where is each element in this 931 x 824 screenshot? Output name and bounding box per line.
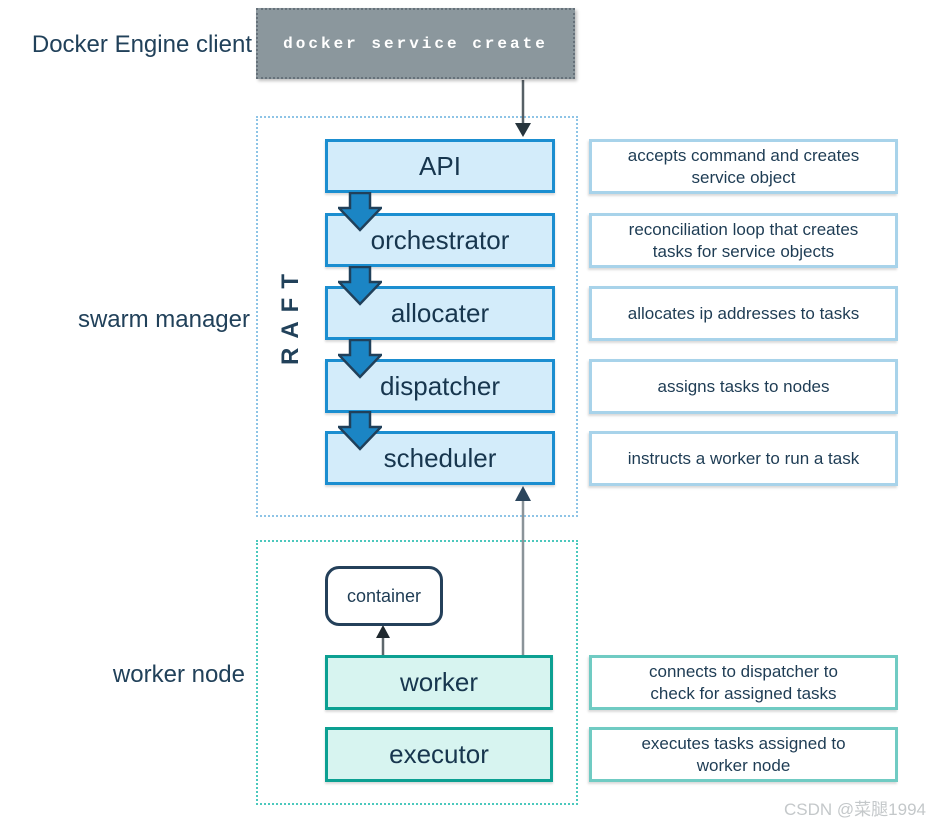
container-box: container [325,566,443,626]
api-description: accepts command and creates service obje… [627,145,860,187]
worker-to-scheduler-arrow-icon [512,486,534,655]
worker-box-label: worker [399,667,478,697]
client-to-api-arrow-icon [512,80,534,138]
worker-description-box: connects to dispatcher to check for assi… [589,655,898,710]
dispatcher-description-box: assigns tasks to nodes [589,359,898,414]
executor-description-box: executes tasks assigned to worker node [589,727,898,782]
orchestrator-box-label: orchestrator [370,224,510,255]
api-box-label: API [419,150,461,181]
docker-service-create-box: docker service create [256,8,575,79]
dispatcher-description: assigns tasks to nodes [657,376,830,396]
worker-node-label: worker node [112,661,245,688]
scheduler-box: scheduler [325,431,555,485]
worker-to-container-arrow-icon [372,625,394,655]
executor-description: executes tasks assigned to worker node [641,733,846,775]
worker-description: connects to dispatcher to check for assi… [648,661,838,703]
swarm-manager-label: swarm manager [77,306,250,333]
allocater-description-box: allocates ip addresses to tasks [589,286,898,341]
api-to-orchestrator-arrow-icon [338,192,382,232]
executor-box-label: executor [389,739,489,769]
dispatcher-to-scheduler-arrow-icon [338,411,382,451]
worker-node-group [256,540,578,805]
dispatcher-box-label: dispatcher [380,370,500,401]
orchestrator-to-allocater-arrow-icon [338,266,382,306]
docker-engine-client-label: Docker Engine client [31,31,252,58]
docker-service-create-command: docker service create [283,34,548,53]
orchestrator-description: reconciliation loop that creates tasks f… [628,219,859,261]
raft-label: RAFT [277,265,304,365]
allocater-box-label: allocater [390,297,490,328]
scheduler-description: instructs a worker to run a task [627,448,860,468]
executor-box: executor [325,727,553,782]
worker-box: worker [325,655,553,710]
api-description-box: accepts command and creates service obje… [589,139,898,194]
csdn-watermark: CSDN @菜腿1994 [784,800,926,819]
swarm-manager-group [256,116,578,517]
api-box: API [325,139,555,193]
allocater-to-dispatcher-arrow-icon [338,339,382,379]
scheduler-box-label: scheduler [383,442,497,473]
orchestrator-description-box: reconciliation loop that creates tasks f… [589,213,898,268]
allocater-description: allocates ip addresses to tasks [627,303,860,323]
container-box-label: container [346,585,422,606]
scheduler-description-box: instructs a worker to run a task [589,431,898,486]
